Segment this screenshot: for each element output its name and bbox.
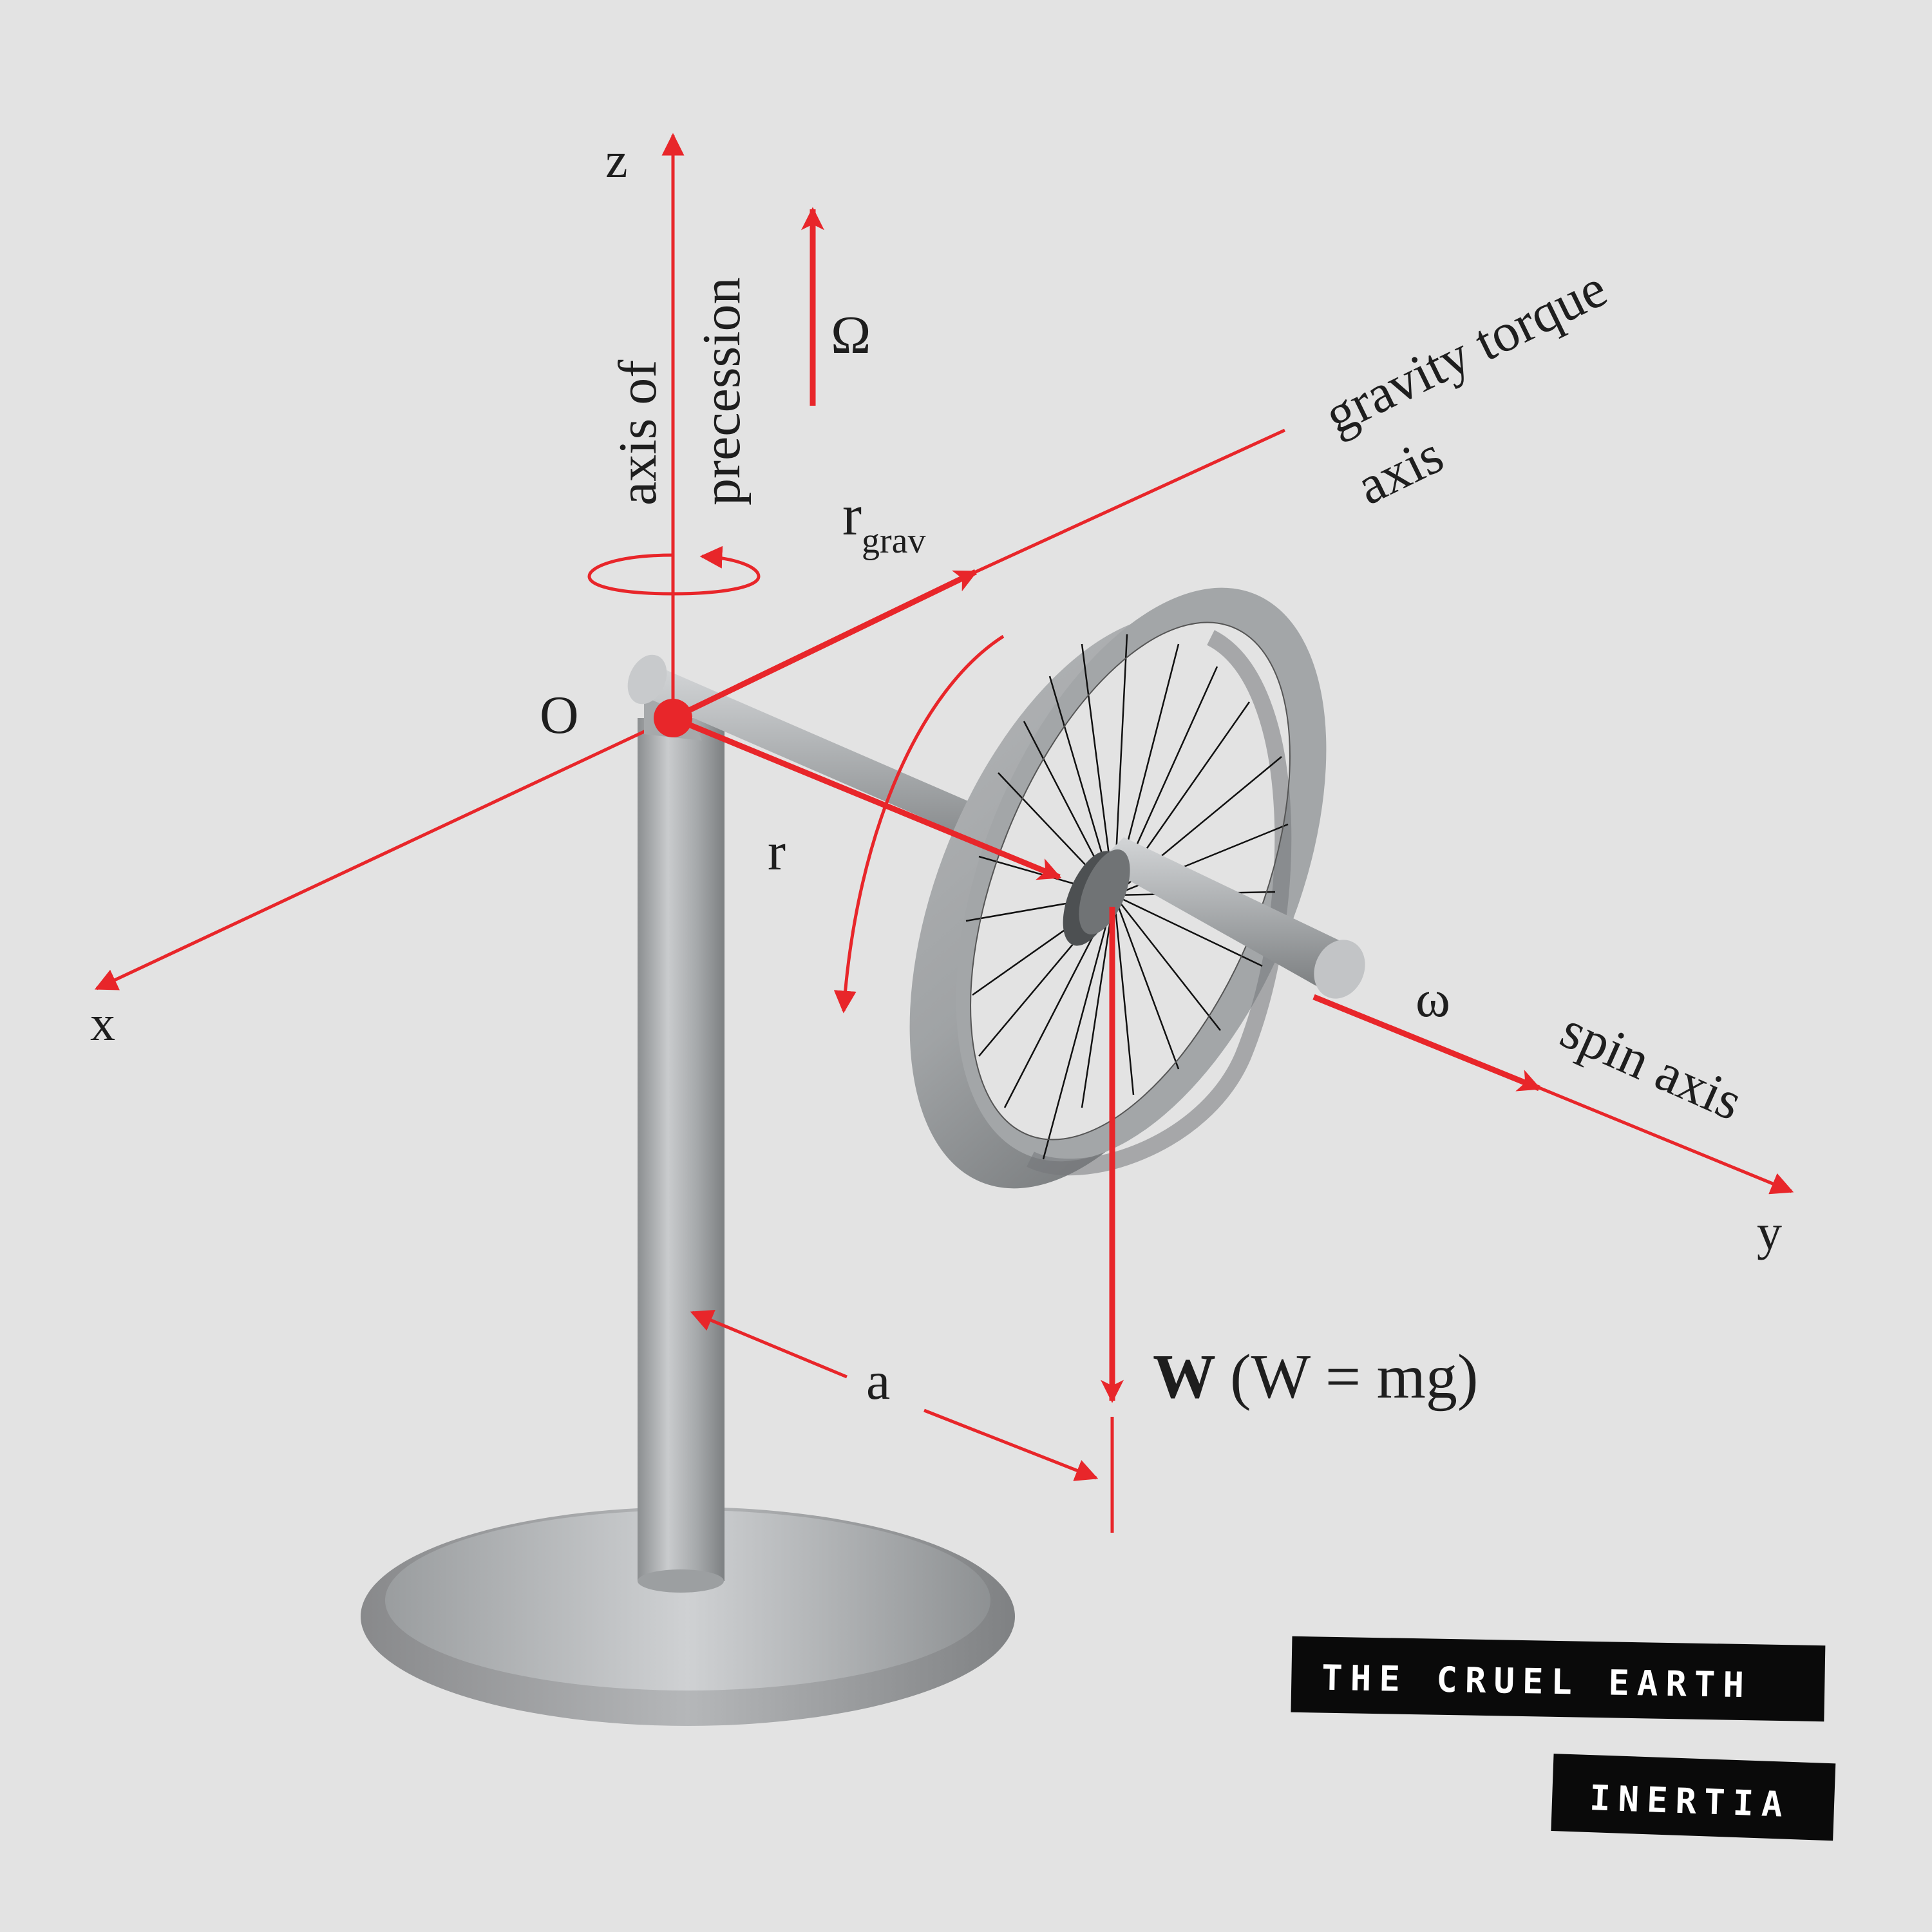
vectors xyxy=(587,133,1794,1533)
a-label: a xyxy=(866,1351,890,1411)
axle-front xyxy=(1063,837,1365,999)
wheel-inner-shadow xyxy=(1027,630,1292,1176)
r-label: r xyxy=(768,822,786,882)
stand-base-top xyxy=(385,1510,990,1690)
r-grav-main: r xyxy=(842,484,862,547)
gravity-torque-axis-line xyxy=(974,428,1286,574)
origin-point xyxy=(654,699,692,737)
precession-rotation-arrow xyxy=(587,545,761,596)
spin-axis-label: spin axis xyxy=(1552,999,1751,1132)
spin-vector xyxy=(1312,994,1542,1092)
axis-of-label: axis of xyxy=(608,360,668,506)
r-grav-subscript: grav xyxy=(862,521,926,561)
x-axis-label: x xyxy=(90,995,115,1051)
y-axis-label: y xyxy=(1757,1204,1782,1260)
weight-label: W(W = mg) xyxy=(1153,1342,1479,1412)
wheel-spin-rotation-arrow xyxy=(833,634,1005,1014)
gravity-torque-label: gravity torque xyxy=(1316,258,1616,446)
brand-badge-subtitle: INERTIA xyxy=(1551,1754,1836,1841)
brand-badge-title: THE CRUEL EARTH xyxy=(1291,1636,1826,1722)
r-grav-label: rgrav xyxy=(842,484,926,561)
omega-spin-label: ω xyxy=(1416,969,1450,1028)
precession-label: precession xyxy=(692,277,752,506)
weight-symbol: W xyxy=(1153,1342,1216,1412)
dimension-a-right xyxy=(923,1408,1099,1481)
stand xyxy=(361,718,1015,1726)
weight-equation: (W = mg) xyxy=(1230,1342,1479,1412)
labels: z x y O Ω ω rgrav r a axis of precession… xyxy=(90,132,1782,1412)
y-axis-arrow xyxy=(1532,1083,1794,1195)
omega-precession-label: Ω xyxy=(831,305,871,365)
origin-label: O xyxy=(540,685,579,745)
z-axis-label: z xyxy=(605,132,628,188)
r-grav-vector xyxy=(672,569,978,721)
x-axis-arrow xyxy=(94,716,674,990)
r-vector xyxy=(672,715,1062,880)
dimension-a-left xyxy=(690,1309,848,1379)
gravity-torque-axis-label: axis xyxy=(1348,424,1452,516)
wheel-hub xyxy=(1079,849,1130,935)
brand-subtitle-text: INERTIA xyxy=(1589,1777,1791,1825)
stand-post-foot xyxy=(638,1569,724,1593)
stand-post xyxy=(638,718,724,1581)
brand-title-text: THE CRUEL EARTH xyxy=(1321,1658,1752,1706)
